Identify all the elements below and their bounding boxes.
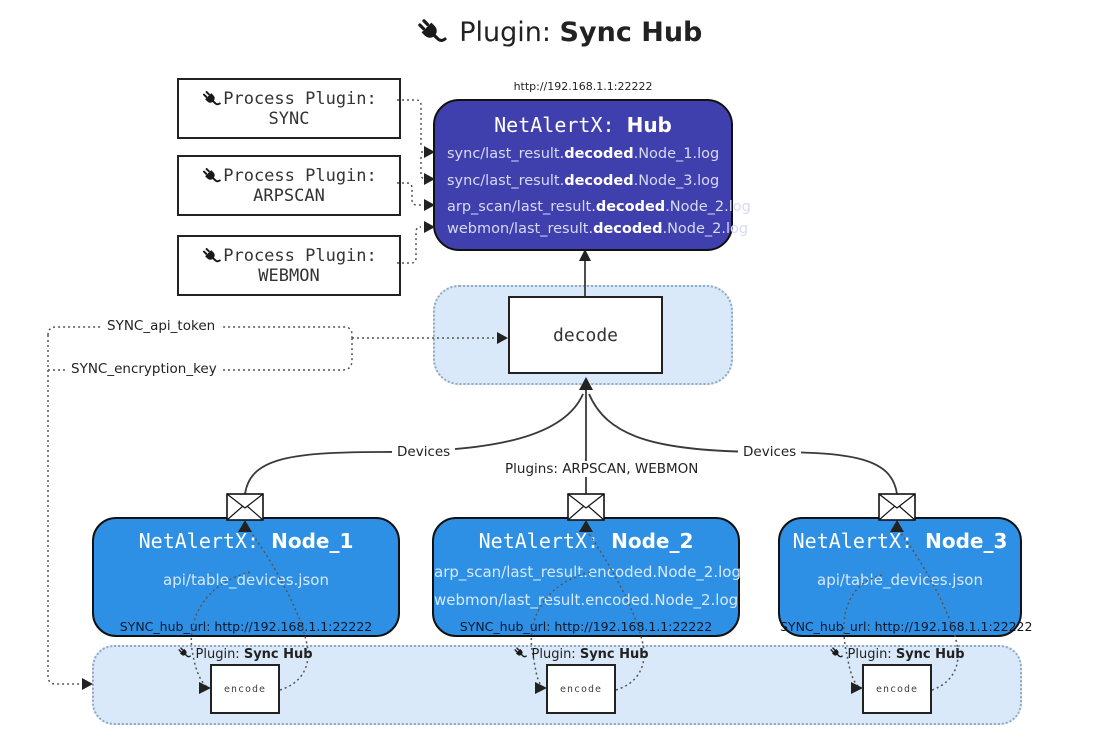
page-title-name: Sync Hub: [559, 17, 703, 48]
encode-box-3: encode: [862, 664, 932, 714]
plugins-edge-label: Plugins: ARPSCAN, WEBMON: [500, 461, 704, 477]
devices-edge-label-right: Devices: [738, 444, 802, 460]
node-file: arp_scan/last_result.encoded.Node_2.log: [434, 563, 741, 581]
hub-title: NetAlertX: Hub: [435, 113, 731, 137]
encoder-plugin-label: Plugin: Sync Hub: [797, 645, 997, 662]
node-box-2: NetAlertX: Node_2 arp_scan/last_result.e…: [432, 517, 741, 637]
encode-box-1: encode: [210, 664, 280, 714]
sync-api-token-label: SYNC_api_token: [102, 318, 221, 334]
encode-box-2: encode: [546, 664, 616, 714]
node-box-1: NetAlertX: Node_1 api/table_devices.json…: [92, 517, 400, 637]
process-plugin-label: Process Plugin:: [223, 245, 377, 266]
decode-label: decode: [552, 324, 619, 346]
process-plugin-label: Process Plugin:: [223, 165, 377, 186]
plug-icon: [201, 88, 222, 109]
hub-box: NetAlertX: Hub sync/last_result.decoded.…: [433, 99, 751, 251]
node-file: api/table_devices.json: [817, 571, 983, 589]
page-title: Plugin: Sync Hub: [0, 15, 1117, 49]
plug-icon: [177, 645, 192, 661]
process-plugin-box-sync: Process Plugin: SYNC: [177, 78, 401, 139]
plug-icon: [513, 645, 528, 661]
node-title: NetAlertX: Node_3: [792, 529, 1008, 553]
process-plugin-name: ARPSCAN: [253, 185, 325, 206]
node-hub-url: SYNC_hub_url: http://192.168.1.1:22222: [119, 619, 373, 634]
process-plugin-box-webmon: Process Plugin: WEBMON: [177, 235, 401, 296]
node-box-3: NetAlertX: Node_3 api/table_devices.json…: [778, 517, 1033, 637]
encode-label: encode: [223, 683, 267, 695]
process-plugin-box-arpscan: Process Plugin: ARPSCAN: [177, 155, 401, 216]
hub-log-line: sync/last_result.decoded.Node_1.log: [447, 146, 720, 162]
page-title-prefix: Plugin:: [459, 17, 551, 48]
encoder-plugin-label: Plugin: Sync Hub: [481, 645, 681, 662]
process-plugin-name: WEBMON: [258, 265, 320, 286]
node-title: NetAlertX: Node_2: [478, 529, 694, 553]
encoder-plugin-label: Plugin: Sync Hub: [145, 645, 345, 662]
plug-icon: [414, 15, 448, 49]
hub-title-name: Hub: [626, 113, 672, 137]
encode-label: encode: [559, 683, 603, 695]
node-hub-url: SYNC_hub_url: http://192.168.1.1:22222: [459, 619, 713, 634]
node-file: webmon/last_result.encoded.Node_2.log: [434, 591, 739, 609]
plug-icon: [201, 165, 222, 186]
hub-log-line: sync/last_result.decoded.Node_3.log: [447, 173, 720, 189]
node-hub-url: SYNC_hub_url: http://192.168.1.1:22222: [780, 619, 1033, 634]
hub-log-line: arp_scan/last_result.decoded.Node_2.log: [447, 199, 751, 215]
hub-url-label: http://192.168.1.1:22222: [513, 80, 653, 93]
node-file: api/table_devices.json: [163, 571, 329, 589]
sync-encryption-key-label: SYNC_encryption_key: [66, 361, 222, 377]
devices-edge-label-left: Devices: [392, 444, 456, 460]
decode-box: decode: [508, 296, 663, 374]
process-plugin-label: Process Plugin:: [223, 88, 377, 109]
node-title: NetAlertX: Node_1: [138, 529, 354, 553]
process-plugin-name: SYNC: [268, 108, 310, 129]
hub-title-prefix: NetAlertX:: [494, 113, 615, 137]
plug-icon: [829, 645, 844, 661]
hub-log-line: webmon/last_result.decoded.Node_2.log: [447, 221, 749, 237]
plug-icon: [201, 245, 222, 266]
encode-label: encode: [875, 683, 919, 695]
